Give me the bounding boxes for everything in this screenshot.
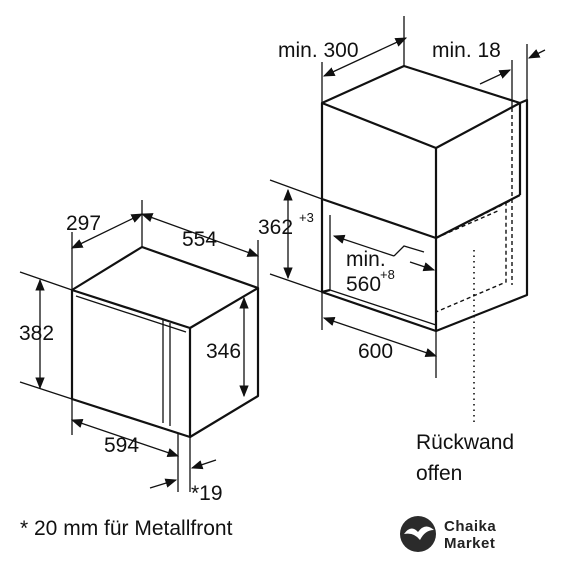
- oven-side-width-label: 554: [182, 228, 217, 251]
- back-wall-label-line2: offen: [416, 462, 462, 485]
- niche-min-width-label: min.: [346, 248, 386, 271]
- min-gap-label: min. 18: [432, 39, 501, 62]
- niche-height-value: 362: [258, 216, 293, 239]
- niche-min-width-value: 560: [346, 273, 381, 296]
- logo-line1: Chaika: [444, 518, 496, 535]
- niche-min-width-tolerance: +8: [380, 267, 395, 282]
- oven-dimensions: [19, 200, 260, 492]
- niche-height-tolerance: +3: [299, 210, 314, 225]
- cabinet-dimensions: [269, 16, 546, 378]
- oven-depth-label: 297: [66, 212, 101, 235]
- min-depth-label: min. 300: [278, 39, 359, 62]
- bird-circle-icon: [400, 516, 436, 552]
- footnote-text: * 20 mm für Metallfront: [20, 517, 233, 540]
- back-wall-label-line1: Rückwand: [416, 431, 514, 454]
- niche-width-value: 600: [358, 340, 393, 363]
- oven-height-label: 382: [19, 322, 54, 345]
- oven-front-offset-label: *19: [191, 482, 223, 505]
- cabinet-drawing: [320, 64, 529, 422]
- logo-line2: Market: [444, 535, 495, 552]
- oven-inner-height-label: 346: [206, 340, 241, 363]
- oven-front-width-label: 594: [104, 434, 139, 457]
